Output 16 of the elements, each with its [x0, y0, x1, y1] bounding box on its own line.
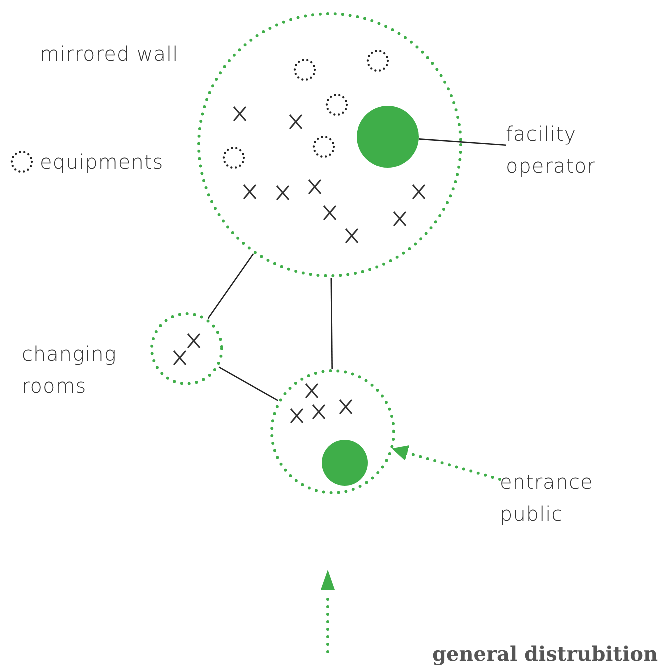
leader-line: [418, 138, 506, 146]
label: mirrored wall: [40, 41, 180, 68]
connector-line: [330, 278, 333, 370]
node-label: entrance public: [500, 466, 630, 530]
connector-line: [218, 366, 279, 402]
connector-line: [208, 254, 254, 320]
dotted-circle: [197, 12, 463, 278]
filled-circle: [322, 440, 368, 486]
legend-label: equipments: [40, 149, 165, 176]
arrow: [392, 445, 502, 481]
filled-circle: [357, 106, 419, 168]
dotted-circle: [270, 369, 396, 495]
label: changing rooms: [22, 341, 118, 400]
dotted-circle: [150, 312, 224, 386]
node-label: facility operator: [506, 118, 636, 182]
caption: general distrubition: [432, 642, 658, 666]
